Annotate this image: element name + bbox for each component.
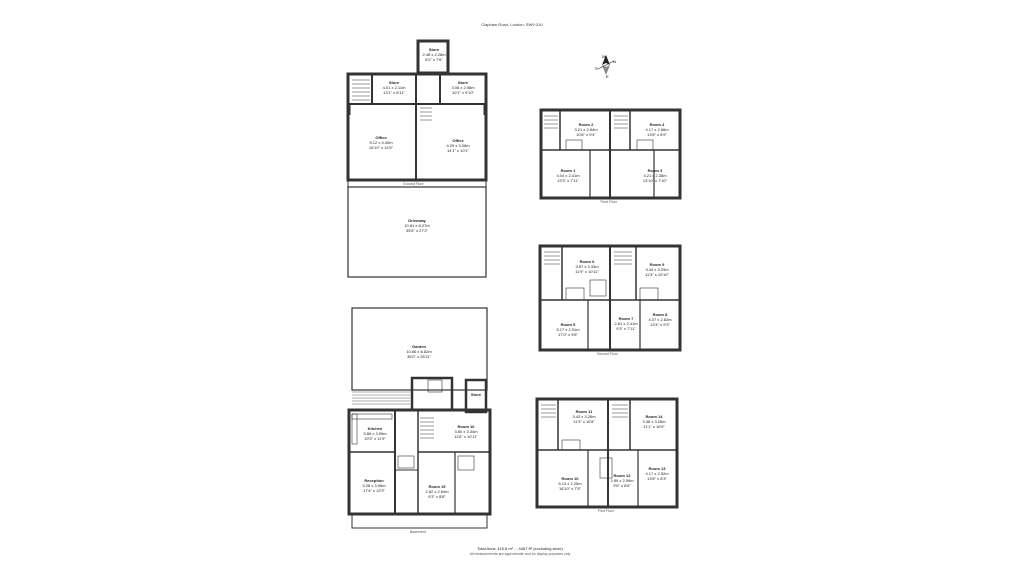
room-label-store-b: Store	[470, 392, 482, 397]
third-floor-label: Third Floor	[600, 200, 617, 204]
total-area-text: Total Area: 415.8 m² ... 4487 ft² (exclu…	[477, 546, 563, 551]
third-floor-plan	[539, 108, 682, 200]
ground-floor-plan	[346, 39, 488, 278]
compass-e: E	[606, 74, 609, 79]
compass-n: N	[613, 59, 616, 64]
second-floor-label: Second Floor	[597, 352, 618, 356]
first-floor-label: First Floor	[598, 509, 614, 513]
ground-floor-label: Ground Floor	[403, 182, 424, 186]
compass-icon: W N S E	[592, 53, 622, 79]
first-floor-plan	[535, 397, 679, 509]
second-floor-plan	[538, 244, 682, 352]
compass-w: W	[602, 54, 606, 59]
disclaimer-text: All measurements are approximate and for…	[469, 552, 571, 556]
basement-label: Basement	[410, 530, 426, 534]
address-heading: Clapham Road, London, SW9 0JU	[481, 22, 543, 27]
basement-plan	[347, 307, 492, 529]
compass-s: S	[595, 66, 598, 71]
